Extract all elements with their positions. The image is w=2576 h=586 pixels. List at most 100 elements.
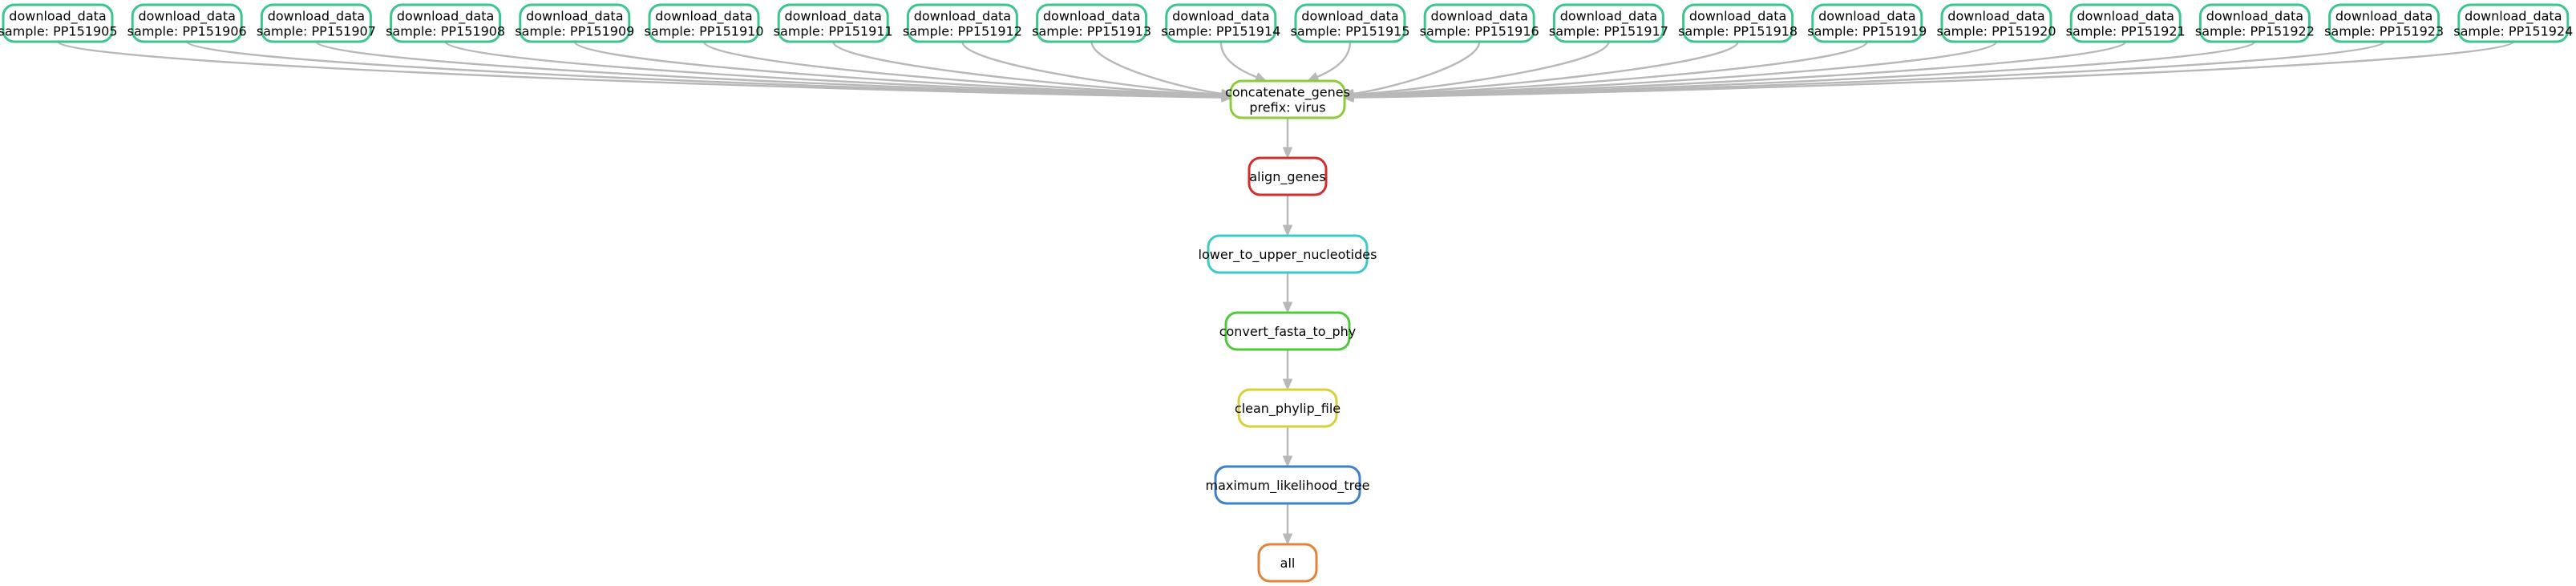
edge-align-genes-to-lower-to-upper-nucleotides xyxy=(1282,195,1293,237)
clean-phylip-file-node: clean_phylip_file xyxy=(1235,388,1341,428)
edge-download-8-to-concatenate-line xyxy=(961,41,1223,96)
download-data-node-12-box xyxy=(1423,3,1535,43)
edge-maximum-likelihood-tree-to-all xyxy=(1282,503,1293,546)
edge-download-20-to-concatenate-line xyxy=(1353,40,2514,99)
download-data-node-7-box xyxy=(777,3,889,43)
download-data-node-11-box xyxy=(1294,3,1406,43)
edge-download-11-to-concatenate-line xyxy=(1316,41,1352,78)
download-data-node-8-label-1: download_data xyxy=(914,9,1011,25)
download-data-node-19-label-2: sample: PP151923 xyxy=(2324,24,2444,39)
edge-download-2-to-concatenate-line xyxy=(186,40,1223,99)
download-data-node-4-label-2: sample: PP151908 xyxy=(386,24,505,39)
edge-lower-to-upper-nucleotides-to-convert-fasta-to-phy xyxy=(1282,273,1293,314)
download-data-node-3-label-2: sample: PP151907 xyxy=(257,24,376,39)
download-data-node-17-label-2: sample: PP151921 xyxy=(2066,24,2186,39)
download-data-node-8-box xyxy=(906,3,1018,43)
download-data-node-12-label-2: sample: PP151916 xyxy=(1420,24,1539,39)
download-data-node-1-box xyxy=(2,3,114,43)
concatenate-genes-node-label-2: prefix: virus xyxy=(1249,100,1325,115)
edge-clean-phylip-file-to-maximum-likelihood-tree-arrowhead xyxy=(1282,455,1293,468)
lower-to-upper-nucleotides-node-box xyxy=(1207,234,1369,274)
edge-lower-to-upper-nucleotides-to-convert-fasta-to-phy-arrowhead xyxy=(1282,301,1293,314)
edge-download-16-to-concatenate-line xyxy=(1353,41,1998,98)
edge-download-17-to-concatenate-line xyxy=(1353,41,2127,98)
download-data-node-5-label-2: sample: PP151909 xyxy=(515,24,634,39)
all-node-box xyxy=(1257,543,1318,583)
download-data-node-19-label-1: download_data xyxy=(2335,9,2432,25)
edge-clean-phylip-file-to-maximum-likelihood-tree xyxy=(1282,426,1293,468)
download-data-node-9-label-1: download_data xyxy=(1043,9,1140,25)
lower-to-upper-nucleotides-node: lower_to_upper_nucleotides xyxy=(1199,234,1377,274)
download-data-node-12-label-1: download_data xyxy=(1430,9,1527,25)
download-data-node-17-label-1: download_data xyxy=(2077,9,2174,25)
convert-fasta-to-phy-node-box xyxy=(1224,311,1351,351)
download-data-node-20-label-1: download_data xyxy=(2465,9,2562,25)
download-data-node-15-label-2: sample: PP151919 xyxy=(1807,24,1927,39)
download-data-node-14-box xyxy=(1682,3,1794,43)
download-data-node-9-label-2: sample: PP151913 xyxy=(1032,24,1151,39)
all-node-label-1: all xyxy=(1280,556,1296,571)
download-data-node-16-label-1: download_data xyxy=(1947,9,2044,25)
download-data-node-10-label-1: download_data xyxy=(1172,9,1269,25)
download-data-node-11-label-2: sample: PP151915 xyxy=(1290,24,1409,39)
edge-maximum-likelihood-tree-to-all-arrowhead xyxy=(1282,533,1293,546)
edges-layer xyxy=(56,40,2514,546)
download-data-node-17-box xyxy=(2069,3,2182,43)
download-data-node-18-box xyxy=(2198,3,2311,43)
download-data-node-8-label-2: sample: PP151912 xyxy=(903,24,1022,39)
download-data-node-1-label-2: sample: PP151905 xyxy=(0,24,118,39)
edge-convert-fasta-to-phy-to-clean-phylip-file xyxy=(1282,350,1293,391)
download-data-node-11-label-1: download_data xyxy=(1301,9,1398,25)
download-data-node-10-label-2: sample: PP151914 xyxy=(1161,24,1280,39)
convert-fasta-to-phy-node: convert_fasta_to_phy xyxy=(1219,311,1357,351)
download-data-node-1-label-1: download_data xyxy=(9,9,106,25)
edge-download-10-to-concatenate-line xyxy=(1219,41,1257,79)
download-data-node-15-box xyxy=(1811,3,1923,43)
download-data-node-7-label-2: sample: PP151911 xyxy=(774,24,893,39)
download-data-node-9-box xyxy=(1036,3,1148,43)
edge-concatenate-genes-to-align-genes xyxy=(1282,118,1293,160)
clean-phylip-file-node-label-1: clean_phylip_file xyxy=(1235,401,1341,417)
all-node: all xyxy=(1257,543,1318,583)
edge-download-12-to-concatenate-line xyxy=(1353,41,1481,95)
edge-download-6-to-concatenate-line xyxy=(702,41,1223,97)
download-data-node-13-label-2: sample: PP151917 xyxy=(1549,24,1668,39)
edge-download-11-to-concatenate-arrowhead xyxy=(1306,71,1320,82)
edge-concatenate-genes-to-align-genes-arrowhead xyxy=(1282,147,1293,160)
align-genes-node: align_genes xyxy=(1248,156,1328,196)
edge-download-13-to-concatenate-line xyxy=(1353,41,1610,96)
convert-fasta-to-phy-node-label-1: convert_fasta_to_phy xyxy=(1219,324,1357,340)
lower-to-upper-nucleotides-node-label-1: lower_to_upper_nucleotides xyxy=(1199,247,1377,263)
edge-download-14-to-concatenate-line xyxy=(1353,41,1739,96)
download-data-node-10-box xyxy=(1165,3,1277,43)
download-data-node-6-label-1: download_data xyxy=(655,9,752,25)
download-data-node-3-label-1: download_data xyxy=(268,9,365,25)
download-data-node-14-label-1: download_data xyxy=(1689,9,1786,25)
edge-download-11-to-concatenate xyxy=(1306,41,1352,82)
download-data-node-3-box xyxy=(260,3,372,43)
edge-convert-fasta-to-phy-to-clean-phylip-file-arrowhead xyxy=(1282,378,1293,391)
download-data-node-18-label-2: sample: PP151922 xyxy=(2195,24,2315,39)
download-data-node-2-label-2: sample: PP151906 xyxy=(127,24,247,39)
download-data-node-13-label-1: download_data xyxy=(1560,9,1657,25)
download-data-node-20-label-2: sample: PP151924 xyxy=(2453,24,2573,39)
download-data-node-13-box xyxy=(1552,3,1664,43)
download-data-node-5-label-1: download_data xyxy=(526,9,623,25)
concatenate-genes-node-label-1: concatenate_genes xyxy=(1225,85,1350,101)
edge-download-9-to-concatenate-line xyxy=(1090,41,1223,95)
download-data-node-4-label-1: download_data xyxy=(397,9,494,25)
